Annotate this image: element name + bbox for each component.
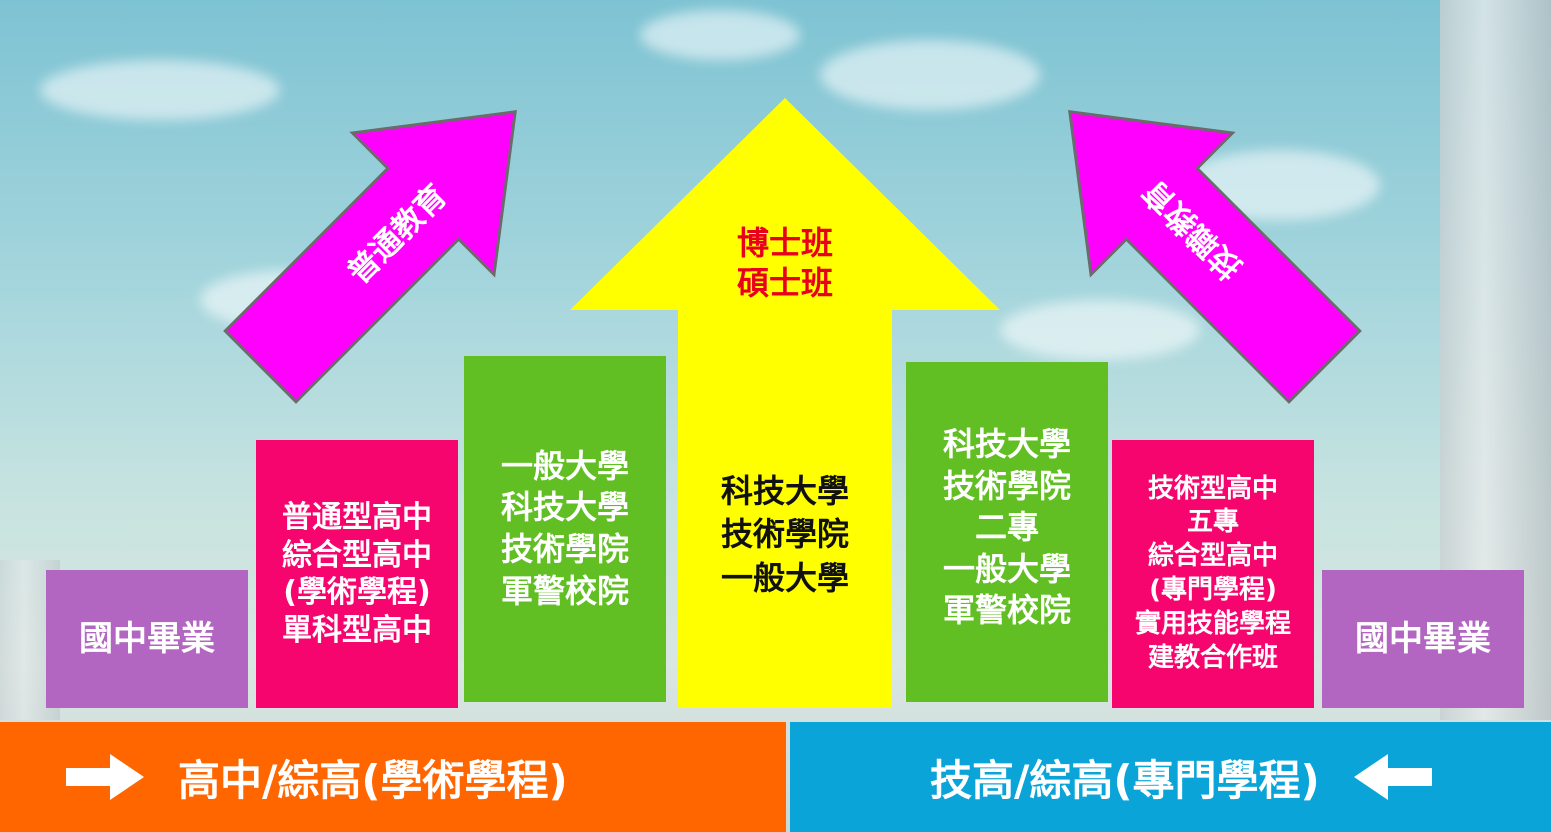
right-junior-high-box: 國中畢業 <box>1322 570 1524 708</box>
right-high-school-line: 綜合型高中 <box>1147 541 1278 572</box>
right-high-school-line: 建教合作班 <box>1147 642 1278 673</box>
general-education-arrow <box>223 110 517 404</box>
right-high-school-line: 實用技能學程 <box>1134 608 1291 639</box>
left-university-line: 技術學院 <box>500 530 629 568</box>
left-high-school-line: 普通型高中 <box>282 500 432 535</box>
left-high-school-line: 綜合型高中 <box>282 537 432 573</box>
center-line: 科技大學 <box>720 472 849 511</box>
left-university-line: 一般大學 <box>500 446 629 485</box>
right-high-school-line: 技術型高中 <box>1147 473 1278 504</box>
right-university-box: 科技大學 技術學院 二專 一般大學 軍警校院 <box>906 362 1108 702</box>
center-university-text: 科技大學 技術學院 一般大學 <box>678 470 892 600</box>
right-bottom-bar: 技高/綜高(專門學程) <box>790 722 1551 832</box>
left-arrow-icon <box>1353 754 1432 800</box>
right-high-school-line: 五專 <box>1186 507 1239 538</box>
left-high-school-box: 普通型高中 綜合型高中 (學術學程) 單科型高中 <box>256 440 458 708</box>
right-university-line: 一般大學 <box>942 549 1071 588</box>
graduate-line: 博士班 <box>736 224 833 262</box>
left-bottom-bar: 高中/綜高(學術學程) <box>0 722 786 832</box>
center-line: 一般大學 <box>720 558 849 597</box>
left-bottom-bar-label: 高中/綜高(學術學程) <box>178 755 568 805</box>
right-university-line: 技術學院 <box>942 466 1071 505</box>
center-up-arrow <box>570 98 1000 708</box>
center-line: 技術學院 <box>720 515 849 554</box>
right-bottom-bar-label: 技高/綜高(專門學程) <box>930 755 1320 805</box>
cloud <box>820 40 1040 110</box>
left-university-line: 軍警校院 <box>500 571 629 610</box>
right-university-line: 科技大學 <box>942 425 1071 463</box>
graduate-programs-text: 博士班 碩士班 <box>678 218 892 308</box>
left-high-school-line: 單科型高中 <box>282 612 432 648</box>
cloud <box>40 60 280 120</box>
graduate-line: 碩士班 <box>736 264 833 302</box>
vocational-education-arrow <box>1068 110 1362 404</box>
right-high-school-box: 技術型高中 五專 綜合型高中 (專門學程) 實用技能學程 建教合作班 <box>1112 440 1314 708</box>
left-junior-high-box: 國中畢業 <box>46 570 248 708</box>
cloud <box>1000 300 1200 360</box>
right-university-line: 軍警校院 <box>942 591 1071 630</box>
right-university-line: 二專 <box>974 508 1039 547</box>
left-university-line: 科技大學 <box>500 488 629 527</box>
right-junior-high-label: 國中畢業 <box>1355 618 1491 659</box>
left-university-box: 一般大學 科技大學 技術學院 軍警校院 <box>464 356 666 702</box>
right-arrow-icon <box>66 754 144 800</box>
left-junior-high-label: 國中畢業 <box>79 618 215 659</box>
right-high-school-line: (專門學程) <box>1149 575 1277 605</box>
cloud <box>640 10 800 60</box>
left-high-school-line: (學術學程) <box>283 575 431 610</box>
